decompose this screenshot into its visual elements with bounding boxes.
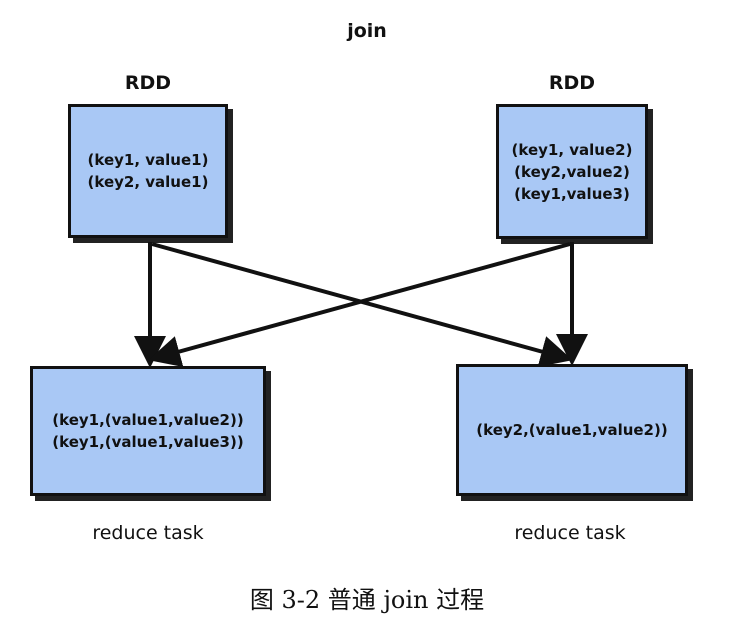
- right-rdd-label: RDD: [548, 72, 596, 94]
- right-rdd-box: (key1, value2) (key2,value2) (key1,value…: [496, 104, 648, 239]
- right-task-box: (key2,(value1,value2)): [456, 364, 688, 496]
- left-task-line-2: (key1,(value1,value3)): [52, 433, 244, 451]
- left-rdd-line-2: (key2, value1): [87, 173, 209, 191]
- right-task-line-1: (key2,(value1,value2)): [476, 421, 668, 439]
- left-rdd-label: RDD: [124, 72, 172, 94]
- right-rdd-line-3: (key1,value3): [514, 184, 630, 203]
- left-rdd-box: (key1, value1) (key2, value1): [68, 104, 228, 238]
- right-task-label: reduce task: [514, 522, 626, 544]
- right-rdd-line-2: (key2,value2): [514, 162, 630, 181]
- arrow-right-rdd-to-left-task: [148, 242, 571, 368]
- figure-caption: 图 3-2 普通 join 过程: [249, 586, 485, 614]
- left-rdd-line-1: (key1, value1): [87, 151, 209, 169]
- right-rdd-line-1: (key1, value2): [511, 140, 633, 159]
- diagram-title: join: [347, 20, 387, 42]
- left-task-box: (key1,(value1,value2)) (key1,(value1,val…: [30, 366, 266, 496]
- left-task-label: reduce task: [92, 522, 204, 544]
- left-task-line-1: (key1,(value1,value2)): [52, 411, 244, 429]
